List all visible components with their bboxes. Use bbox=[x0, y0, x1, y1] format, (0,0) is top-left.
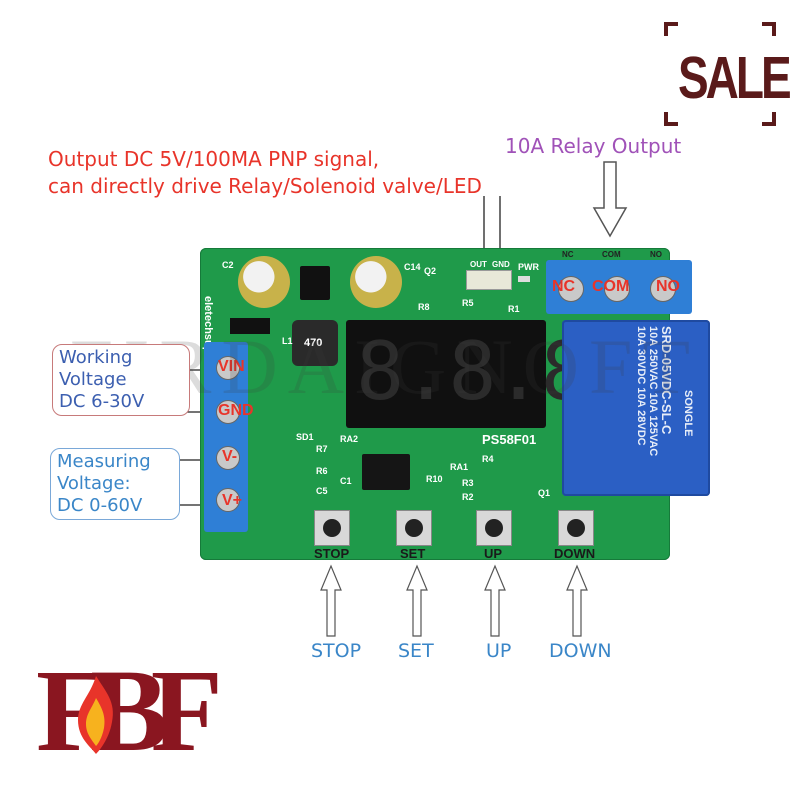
header-nc: NC bbox=[562, 250, 574, 259]
label-r1: R1 bbox=[508, 304, 520, 314]
pcb-label-stop: STOP bbox=[314, 546, 350, 561]
screw-no bbox=[650, 276, 676, 302]
sale-badge-frame bbox=[664, 22, 776, 126]
working-voltage-line3: DC 6-30V bbox=[59, 391, 145, 412]
stop-button[interactable] bbox=[314, 510, 350, 546]
model-label: PS58F01 bbox=[482, 432, 537, 447]
relay-terminal-block bbox=[546, 260, 692, 314]
vin-label: VIN bbox=[218, 358, 245, 375]
output-annotation-line1: Output DC 5V/100MA PNP signal, bbox=[48, 147, 380, 171]
inductor-label: 470 bbox=[304, 337, 323, 349]
down-button[interactable] bbox=[558, 510, 594, 546]
header-com: COM bbox=[602, 250, 621, 259]
pcb-board: eletechsup C2 C14 Q2 470 L1 OUT GND PWR … bbox=[200, 248, 710, 561]
measuring-voltage-line3: DC 0-60V bbox=[57, 495, 143, 516]
pwr-label: PWR bbox=[518, 262, 539, 272]
regulator-ic bbox=[300, 266, 330, 300]
output-annotation-line2: can directly drive Relay/Solenoid valve/… bbox=[48, 174, 482, 198]
measuring-voltage-callout: Measuring Voltage: DC 0-60V bbox=[50, 448, 180, 520]
up-button-cap bbox=[485, 519, 503, 537]
v-plus-label: V+ bbox=[222, 492, 243, 509]
relay-output-annotation: 10A Relay Output bbox=[505, 134, 682, 158]
screw-nc bbox=[558, 276, 584, 302]
working-voltage-line2: Voltage bbox=[59, 369, 127, 390]
capacitor-left bbox=[238, 256, 290, 308]
screw-gnd bbox=[216, 400, 240, 424]
label-r3: R3 bbox=[462, 478, 474, 488]
label-r4: R4 bbox=[482, 454, 494, 464]
nc-label: NC bbox=[552, 278, 576, 295]
pwr-led bbox=[518, 276, 530, 282]
label-c2: C2 bbox=[222, 260, 234, 270]
label-ra1: RA1 bbox=[450, 462, 469, 472]
logo-text: FBF bbox=[36, 645, 223, 776]
label-r8: R8 bbox=[418, 302, 430, 312]
header-no: NO bbox=[650, 250, 662, 259]
down-button-cap bbox=[567, 519, 585, 537]
set-button-cap bbox=[405, 519, 423, 537]
pin-out-label: OUT bbox=[470, 260, 487, 269]
capacitor-right bbox=[350, 256, 402, 308]
screw-v-plus bbox=[216, 488, 240, 512]
label-r7: R7 bbox=[316, 444, 328, 454]
measuring-voltage-line2: Voltage: bbox=[57, 473, 131, 494]
callout-up: UP bbox=[486, 640, 512, 662]
label-sd1: SD1 bbox=[296, 432, 314, 442]
callout-set: SET bbox=[398, 640, 434, 662]
sale-text: SALE bbox=[678, 43, 792, 111]
label-q1: Q1 bbox=[538, 488, 551, 498]
v-minus-label: V- bbox=[222, 448, 238, 465]
flame-icon bbox=[78, 676, 113, 754]
screw-com bbox=[604, 276, 630, 302]
pin-gnd-label: GND bbox=[492, 260, 510, 269]
up-button[interactable] bbox=[476, 510, 512, 546]
label-c14: C14 bbox=[404, 262, 421, 272]
set-button[interactable] bbox=[396, 510, 432, 546]
mcu-chip bbox=[362, 454, 410, 490]
pin-header-out bbox=[466, 270, 512, 290]
label-r6: R6 bbox=[316, 466, 328, 476]
callout-stop: STOP bbox=[311, 640, 362, 662]
no-label: NO bbox=[656, 278, 680, 295]
working-voltage-line1: Working bbox=[59, 347, 133, 368]
label-l1: L1 bbox=[282, 336, 293, 346]
label-q2: Q2 bbox=[424, 266, 437, 276]
com-label: COM bbox=[592, 278, 630, 295]
label-ra2: RA2 bbox=[340, 434, 359, 444]
fbf-logo: FBF bbox=[36, 652, 223, 778]
label-r10: R10 bbox=[426, 474, 443, 484]
jumper-header bbox=[230, 318, 270, 334]
callout-down: DOWN bbox=[549, 640, 612, 662]
label-c1: C1 bbox=[340, 476, 352, 486]
label-c5: C5 bbox=[316, 486, 328, 496]
relay: SRD-05VDC-SL-C 10A 250VAC 10A 125VAC 10A… bbox=[562, 320, 710, 496]
label-r5: R5 bbox=[462, 298, 474, 308]
working-voltage-callout: Working Voltage DC 6-30V bbox=[52, 344, 190, 416]
sale-badge: SALE bbox=[664, 22, 792, 126]
inductor: 470 bbox=[292, 320, 338, 366]
screw-v-minus bbox=[216, 446, 240, 470]
pcb-label-set: SET bbox=[400, 546, 426, 561]
pcb-label-up: UP bbox=[484, 546, 503, 561]
input-terminal-block bbox=[204, 342, 248, 532]
stop-button-cap bbox=[323, 519, 341, 537]
gnd-label: GND bbox=[218, 402, 254, 419]
pcb-label-down: DOWN bbox=[554, 546, 596, 561]
label-r2: R2 bbox=[462, 492, 474, 502]
measuring-voltage-line1: Measuring bbox=[57, 451, 151, 472]
screw-vin bbox=[216, 356, 240, 380]
